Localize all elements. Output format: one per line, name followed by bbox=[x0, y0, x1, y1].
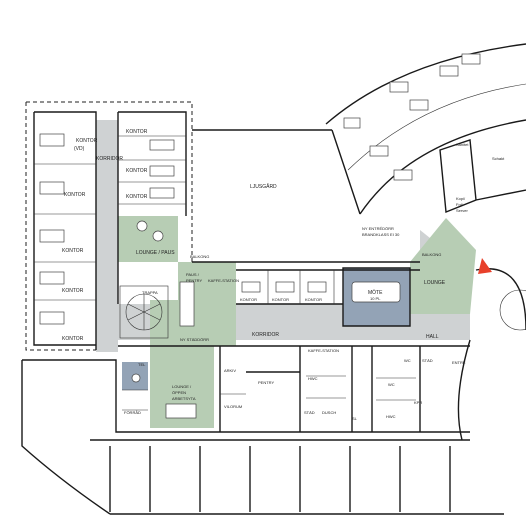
label-kontor-r1: KONTOR bbox=[126, 129, 148, 135]
label-kaffe-station-2: KAFFE-STATION bbox=[308, 348, 339, 353]
label-kontor-l4: KONTOR bbox=[62, 288, 84, 294]
label-wc-2: WC bbox=[388, 382, 395, 387]
label-lounge-oppen-1: LOUNGE / bbox=[172, 384, 192, 389]
label-pentry: PENTRY bbox=[258, 380, 274, 385]
label-korridor-west: KORRIDOR bbox=[96, 156, 123, 162]
staircase bbox=[119, 285, 169, 339]
meeting-room-walls bbox=[342, 267, 411, 327]
label-lounge-right: LOUNGE bbox=[424, 280, 446, 286]
label-sl: SL bbox=[352, 416, 358, 421]
label-wc-1: WC bbox=[404, 358, 411, 363]
label-stad-1: STÄD bbox=[304, 410, 315, 415]
label-frd: Frd/ bbox=[456, 202, 464, 207]
label-tel: TEL bbox=[138, 362, 146, 367]
label-forrad: FÖRRÅD bbox=[124, 410, 141, 415]
curved-east-wing-mid bbox=[347, 83, 526, 171]
label-ny-entredorr: NY ENTRÉDÖRR bbox=[362, 226, 394, 231]
label-balkong-right: BALKONG bbox=[422, 252, 441, 257]
courtyard-walls bbox=[192, 129, 420, 263]
label-dusch: DUSCH bbox=[322, 410, 336, 415]
east-core-walls bbox=[439, 139, 526, 213]
curved-east-wing-outer bbox=[325, 43, 526, 125]
label-arkiv: ARKIV bbox=[224, 368, 236, 373]
label-lounge-paus-top: LOUNGE / PAUS bbox=[136, 250, 175, 256]
label-brandklass: BRANDKLASS EI 30 bbox=[362, 232, 400, 237]
label-lounge-oppen-3: ARBETSYTA bbox=[172, 396, 196, 401]
label-kontor-m2: KONTOR bbox=[272, 297, 289, 302]
curved-east-wing-inner bbox=[359, 119, 526, 215]
label-schakt: Schakt bbox=[492, 156, 505, 161]
label-mote: MÖTE bbox=[368, 289, 383, 296]
main-corridor-walls bbox=[118, 269, 470, 347]
lounge-right-zone bbox=[410, 218, 476, 314]
label-vilorum: VILORUM bbox=[224, 404, 242, 409]
west-corridor-zone bbox=[96, 120, 118, 352]
label-kontor-l5: KONTOR bbox=[62, 336, 84, 342]
label-hall: HALL bbox=[426, 334, 439, 340]
label-mote-pl: 10 PL bbox=[370, 296, 381, 301]
walls bbox=[21, 43, 526, 515]
label-hwc-1: HWC bbox=[308, 376, 318, 381]
label-ny-staddorr: NY STÄDDÖRR bbox=[180, 337, 209, 342]
entrance-stair bbox=[499, 289, 526, 331]
label-kontor-l2: KONTOR bbox=[64, 192, 86, 198]
lounge-paus-zone bbox=[118, 216, 178, 262]
label-kontor-m3: KONTOR bbox=[305, 297, 322, 302]
entrance-marker bbox=[478, 258, 492, 274]
room-labels: KONTOR (VD) KONTOR KORRIDOR KONTOR KONTO… bbox=[62, 129, 505, 421]
label-vd: (VD) bbox=[74, 146, 85, 152]
ground-floor-outline bbox=[21, 360, 504, 515]
label-stad-2: STÄD bbox=[422, 358, 433, 363]
label-entre: ENTRÉ bbox=[452, 360, 466, 365]
furniture bbox=[39, 53, 481, 419]
label-kaffe-station: KAFFE-STATION bbox=[208, 278, 239, 283]
west-wing-walls bbox=[33, 111, 187, 350]
label-balkong-left: BALKONG bbox=[190, 254, 209, 259]
label-paus-pentry-1: PAUS / bbox=[186, 272, 200, 277]
label-kontor-m1: KONTOR bbox=[240, 297, 257, 302]
label-kontor-l3: KONTOR bbox=[62, 248, 84, 254]
label-kontor-r2: KONTOR bbox=[126, 168, 148, 174]
label-korridor-main: KORRIDOR bbox=[252, 332, 279, 338]
label-sanitet: Sanitet bbox=[456, 142, 469, 147]
label-hwc-2: HWC bbox=[386, 414, 396, 419]
label-trappa: TRAPPA bbox=[142, 290, 158, 295]
label-kopi: Kopi/ bbox=[456, 196, 466, 201]
label-kpr: KPR bbox=[414, 400, 422, 405]
label-ljusgard: LJUSGÅRD bbox=[250, 183, 277, 190]
label-kontor-r3: KONTOR bbox=[126, 194, 148, 200]
label-server: Server bbox=[456, 208, 468, 213]
label-paus-pentry-2: PENTRY bbox=[186, 278, 202, 283]
south-block-walls bbox=[22, 346, 470, 433]
label-kontor-vd: KONTOR bbox=[76, 138, 98, 144]
west-office-dividers bbox=[34, 135, 186, 301]
mid-office-dividers bbox=[267, 270, 335, 304]
label-lounge-oppen-2: ÖPPEN bbox=[172, 390, 186, 395]
west-wing-outline bbox=[25, 101, 236, 351]
south-room-dividers bbox=[122, 375, 416, 411]
